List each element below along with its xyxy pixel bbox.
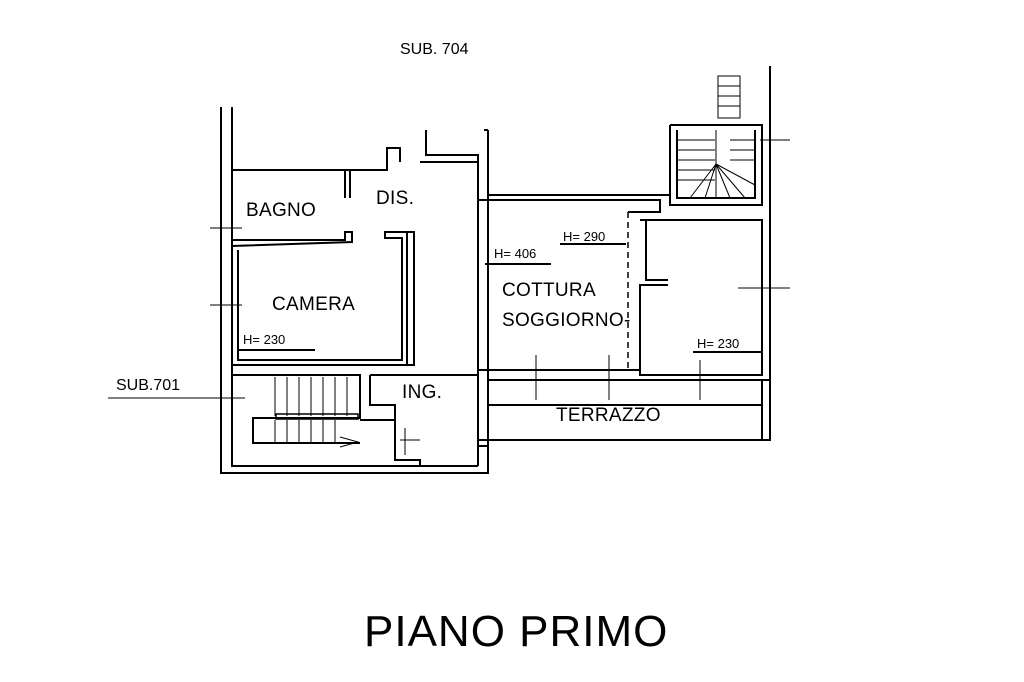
room-soggiorno-label: SOGGIORNO- — [502, 310, 631, 331]
height-camera-label: H= 230 — [243, 332, 286, 347]
room-bagno-label: BAGNO — [246, 200, 317, 221]
sub-701-label: SUB.701 — [116, 377, 181, 394]
room-terrazzo-label: TERRAZZO — [556, 405, 661, 426]
room-dis-label: DIS. — [376, 188, 415, 209]
height-right-room-label: H= 230 — [697, 336, 740, 351]
drawing-title: PIANO PRIMO — [364, 607, 669, 656]
room-ing-label: ING. — [402, 382, 443, 403]
room-camera-label: CAMERA — [272, 294, 356, 315]
height-underlines — [238, 243, 761, 353]
stair-treads — [274, 75, 756, 448]
sub-704-label: SUB. 704 — [400, 41, 469, 58]
walls — [220, 66, 771, 474]
leader-ticks — [108, 139, 790, 455]
dashed-lines — [477, 205, 629, 372]
room-cottura-label: COTTURA — [502, 280, 596, 301]
height-soggiorno-label: H= 406 — [494, 246, 537, 261]
height-cottura-label: H= 290 — [563, 229, 606, 244]
